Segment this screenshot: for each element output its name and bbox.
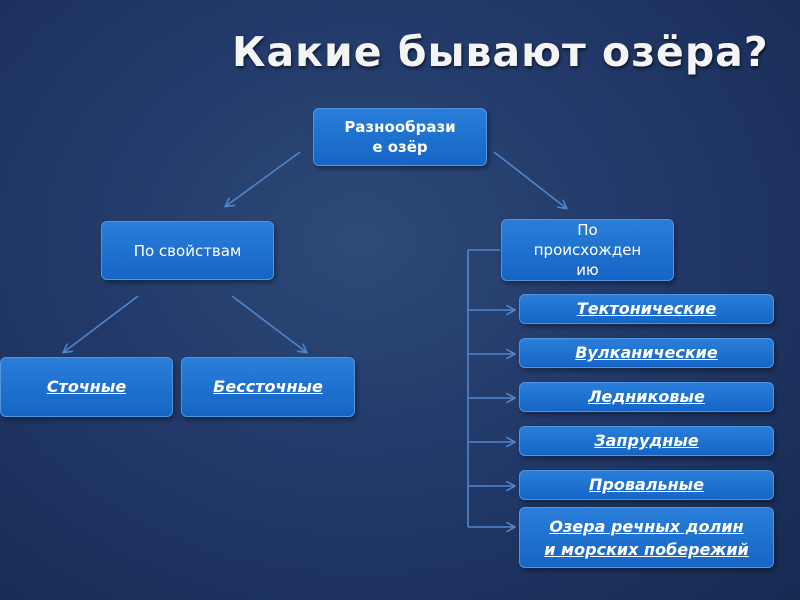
root-node-line-2: е озёр (372, 138, 428, 156)
node-by-properties: По свойствам (101, 221, 274, 280)
node-origin-glacial-label: Ледниковые (588, 387, 705, 406)
node-origin-river-coastal-line-2: и морских побережий (544, 539, 749, 559)
node-by-origin-line-1: По (577, 221, 598, 239)
page-title: Какие бывают озёра? (232, 28, 769, 76)
arrow-properties-to-endorheic (231, 295, 306, 352)
node-by-properties-label: По свойствам (133, 241, 242, 260)
root-node-line-1: Разнообрази (344, 118, 456, 136)
node-origin-dammed-label: Запрудные (594, 431, 699, 450)
node-by-origin-line-3: ию (576, 261, 599, 279)
node-origin-dammed[interactable]: Запрудные (519, 426, 774, 456)
arrow-root-to-properties (226, 151, 301, 206)
node-origin-sinkhole-label: Провальные (589, 475, 704, 494)
node-endorheic-lakes-label: Бессточные (213, 377, 323, 396)
root-node-lake-diversity: Разнообрази е озёр (313, 108, 487, 166)
node-origin-river-coastal[interactable]: Озера речных долин и морских побережий (519, 507, 774, 568)
node-endorheic-lakes[interactable]: Бессточные (181, 357, 355, 417)
node-origin-volcanic-label: Вулканические (575, 343, 718, 362)
node-by-origin: По происхожден ию (501, 219, 674, 281)
node-origin-tectonic-label: Тектонические (576, 299, 717, 318)
node-origin-volcanic[interactable]: Вулканические (519, 338, 774, 368)
arrow-root-to-origin (493, 151, 566, 208)
node-drainage-lakes-label: Сточные (46, 377, 127, 396)
node-origin-tectonic[interactable]: Тектонические (519, 294, 774, 324)
node-origin-glacial[interactable]: Ледниковые (519, 382, 774, 412)
arrow-properties-to-drainage (64, 295, 139, 352)
node-by-origin-line-2: происхожден (533, 241, 642, 259)
node-origin-sinkhole[interactable]: Провальные (519, 470, 774, 500)
node-drainage-lakes[interactable]: Сточные (0, 357, 173, 417)
node-origin-river-coastal-line-1: Озера речных долин (549, 516, 744, 536)
